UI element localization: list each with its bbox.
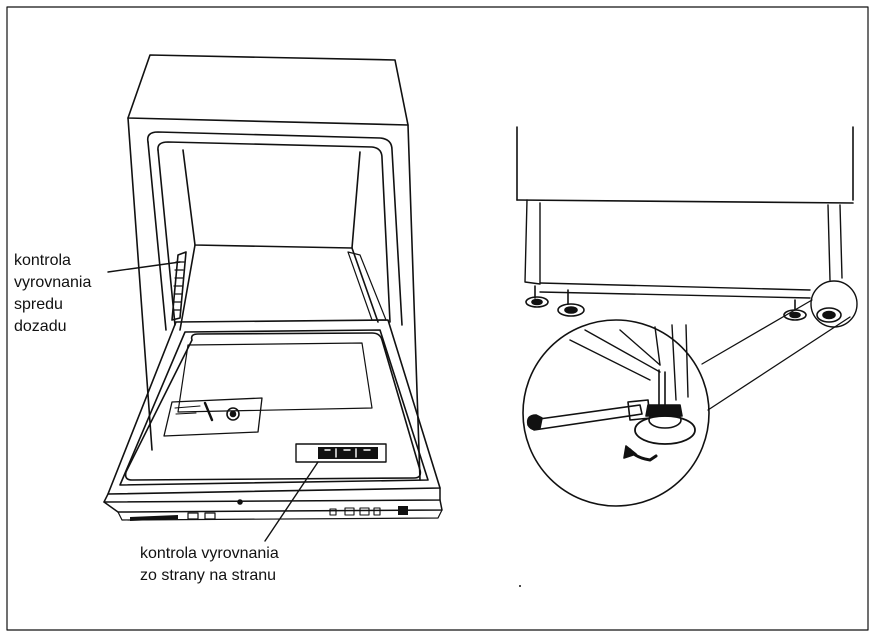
wrench — [531, 404, 643, 431]
right-rail — [347, 251, 387, 321]
label-line: kontrola vyrovnania — [140, 545, 279, 562]
door-control-panel — [295, 443, 387, 463]
door-recess — [177, 342, 373, 413]
tub-back-wall — [182, 149, 361, 249]
foot-front-right — [557, 289, 585, 317]
door-inner-panel — [119, 329, 429, 486]
leveling-feet-drawing — [516, 126, 858, 507]
foot-front-left — [525, 285, 549, 308]
tub-frame-left-inner — [157, 149, 176, 326]
outer-border — [6, 6, 869, 631]
left-rail — [171, 251, 187, 321]
door-base — [103, 487, 441, 503]
dishwasher-top — [127, 54, 409, 126]
foot-pad — [634, 415, 696, 445]
tub-floor-right — [351, 247, 379, 323]
tub-frame-outer — [146, 131, 403, 326]
tub-floor-left — [179, 244, 196, 331]
rinse-aid-cap-icon — [226, 407, 240, 421]
label-side-to-side-level: kontrola vyrovnania zo strany na stranu — [140, 543, 279, 587]
dishwasher-drawing — [103, 54, 443, 542]
leader-side-side — [264, 461, 319, 542]
label-line: vyrovnania — [14, 274, 92, 291]
label-line: dozadu — [14, 318, 67, 335]
tub-frame-left-outer — [147, 141, 167, 331]
foot-back-left — [783, 299, 807, 321]
label-front-to-back-level: kontrola vyrovnania spredu dozadu — [14, 250, 91, 338]
cabinet-left-edge — [127, 117, 153, 451]
leader-front-back — [107, 261, 181, 273]
label-line: kontrola — [14, 252, 71, 269]
foot-back-right — [816, 307, 842, 323]
label-line: zo strany na stranu — [140, 567, 277, 584]
tub-frame-inner — [157, 141, 391, 323]
callout-small-circle — [810, 280, 858, 328]
detergent-dispenser — [163, 397, 263, 437]
cabinet-right-edge — [407, 124, 421, 481]
magnified-foot — [526, 324, 696, 462]
magnified-detail-circle — [522, 319, 710, 507]
label-line: spredu — [14, 296, 63, 313]
cabinet-bottom-edge — [516, 199, 854, 204]
door-liner — [124, 332, 422, 481]
